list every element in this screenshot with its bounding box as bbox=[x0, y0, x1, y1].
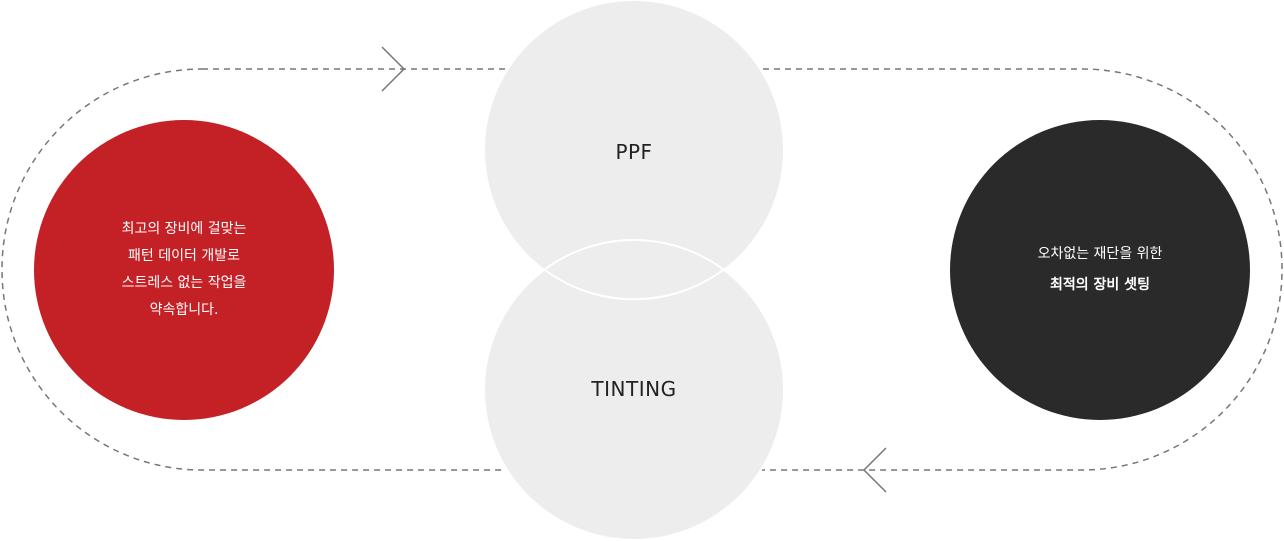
chevron-left-icon bbox=[862, 447, 887, 493]
right-circle-text: 오차없는 재단을 위한 최적의 장비 셋팅 bbox=[1038, 239, 1163, 301]
ppf-circle-edge bbox=[544, 269, 724, 301]
left-circle-text: 최고의 장비에 걸맞는 패턴 데이터 개발로 스트레스 없는 작업을 약속합니다… bbox=[122, 216, 247, 324]
tinting-circle bbox=[483, 239, 785, 541]
chevron-right-icon bbox=[381, 46, 406, 92]
tinting-label: TINTING bbox=[591, 377, 677, 401]
ppf-label: PPF bbox=[615, 140, 653, 164]
left-line-1: 최고의 장비에 걸맞는 bbox=[121, 221, 247, 237]
left-line-2: 패턴 데이터 개발로 bbox=[128, 248, 240, 264]
right-line-1: 오차없는 재단을 위한 bbox=[1037, 246, 1163, 262]
red-circle bbox=[34, 120, 334, 420]
dark-circle bbox=[950, 120, 1250, 420]
left-line-3: 스트레스 없는 작업을 bbox=[121, 275, 247, 291]
left-line-4: 약속합니다. bbox=[149, 302, 219, 318]
right-line-2: 최적의 장비 셋팅 bbox=[1050, 277, 1150, 293]
